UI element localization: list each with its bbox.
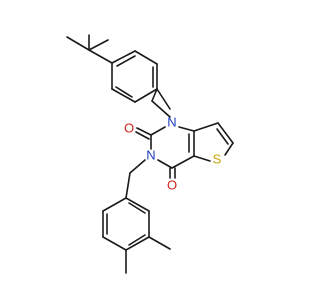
bond-c4-c4a: [171, 155, 195, 169]
bond-ring1-e: [111, 88, 136, 103]
bond-c2-o2-b: [135, 131, 150, 140]
atom-o2: O: [124, 121, 134, 136]
bond-ch2-n1: [151, 100, 171, 118]
bond-tbu-to-ring: [88, 49, 113, 64]
bond-ring1-inner-1: [116, 55, 136, 67]
bond-ring1-b: [134, 50, 158, 65]
bond-ring2-d: [125, 236, 150, 251]
atom-n1: N: [167, 115, 176, 130]
bond-c7a-n1: [178, 126, 195, 132]
bonds: [66, 34, 234, 274]
bond-ring2-inner-2: [128, 234, 146, 246]
bond-ring2-f: [125, 197, 150, 212]
molecule-canvas: N N O O S: [66, 34, 234, 274]
bond-c6-s: [224, 142, 234, 156]
bond-ring1-d: [134, 88, 158, 103]
atom-o4: O: [167, 178, 177, 193]
bond-ring2-a: [102, 197, 127, 212]
bond-tbu-methyl-left: [66, 36, 90, 51]
bond-ring1-ch2: [151, 88, 158, 102]
bond-ch2-link: [156, 88, 171, 110]
molecule-structure: N N O O S: [66, 34, 234, 274]
atom-labels: N N O O S: [124, 115, 222, 193]
bond-s-c4a: [193, 155, 211, 162]
bond-n3-ch2: [129, 159, 146, 174]
bond-c7a-c7: [193, 122, 219, 132]
bond-methyl-3: [148, 236, 171, 250]
atom-s: S: [213, 152, 222, 167]
bond-ch2-ring2: [125, 172, 131, 199]
bond-ring2-inner-3: [128, 202, 146, 214]
bond-n3-c4: [157, 159, 173, 169]
bond-c2-o2-a: [136, 127, 152, 136]
bond-tbu-methyl-right: [88, 39, 109, 51]
bond-ring1-a: [111, 50, 136, 64]
bond-c7-c6: [217, 122, 234, 144]
bond-ring2-c: [102, 236, 127, 251]
atom-n3: N: [146, 148, 155, 163]
bond-c7-c6-inner: [216, 128, 229, 145]
bond-ring1-inner-3: [115, 86, 133, 98]
bond-n1-c2: [150, 126, 166, 136]
